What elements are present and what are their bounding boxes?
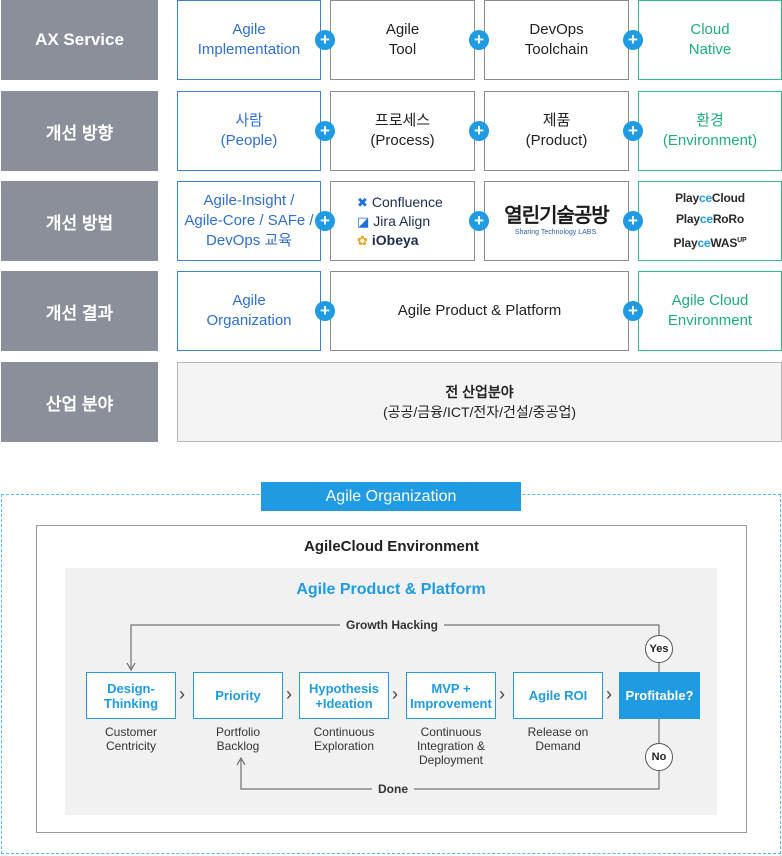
growth-hacking-label: Growth Hacking	[340, 618, 445, 632]
cell-environment: 환경 (Environment)	[638, 91, 782, 171]
cell-process: 프로세스 (Process)	[330, 91, 475, 171]
plus-icon: +	[469, 121, 489, 141]
playce-roro-logo: PlayceRoRo	[675, 212, 745, 226]
step-agile-roi: Agile ROI	[513, 672, 603, 719]
cell-agile-tools-logos: ✖Confluence ◪Jira Align ✿iObeya	[330, 181, 475, 261]
step-hypothesis-ideation: Hypothesis +Ideation	[299, 672, 389, 719]
cell-product: 제품 (Product)	[484, 91, 629, 171]
iobeya-icon: ✿	[357, 232, 368, 248]
cell-all-industries: 전 산업분야 (공공/금융/ICT/전자/건설/중공업)	[177, 362, 782, 442]
jira-align-icon: ◪	[357, 213, 370, 229]
cell-playce-logos: PlayceCloud PlayceRoRo PlayceWASUP	[638, 181, 782, 261]
playce-wasup-logo: PlayceWASUP	[673, 236, 747, 250]
industry-title: 전 산업분야	[445, 384, 514, 400]
yes-circle: Yes	[645, 635, 673, 663]
plus-icon: +	[623, 121, 643, 141]
cell-cloud-native: Cloud Native	[638, 0, 782, 80]
row-header-improvement-method: 개선 방법	[1, 181, 158, 261]
confluence-logo: ✖Confluence	[357, 193, 443, 210]
cell-devops-toolchain: DevOps Toolchain	[484, 0, 629, 80]
chevron-right-icon: ›	[606, 684, 612, 704]
row-header-improvement-direction: 개선 방향	[1, 91, 158, 171]
plus-icon: +	[623, 301, 643, 321]
chevron-right-icon: ›	[499, 684, 505, 704]
iobeya-logo: ✿iObeya	[357, 231, 419, 248]
cell-agile-tool: Agile Tool	[330, 0, 475, 80]
cell-agile-product-platform: Agile Product & Platform	[330, 271, 629, 351]
done-label: Done	[372, 782, 414, 796]
step-sub-continuous-integration: Continuous Integration & Deployment	[416, 725, 486, 767]
chevron-right-icon: ›	[392, 684, 398, 704]
step-mvp-improvement: MVP + Improvement	[406, 672, 496, 719]
cell-people: 사람 (People)	[177, 91, 321, 171]
env-title: AgileCloud Environment	[303, 538, 479, 555]
cell-open-lab-logo: 열린기술공방 Sharing Technology LABS.	[484, 181, 629, 261]
chevron-right-icon: ›	[179, 684, 185, 704]
cell-agile-implementation: Agile Implementation	[177, 0, 321, 80]
row-header-improvement-result: 개선 결과	[1, 271, 158, 351]
decision-profitable: Profitable?	[619, 672, 700, 719]
jira-align-logo: ◪Jira Align	[357, 212, 431, 229]
cell-education: Agile-Insight / Agile-Core / SAFe / DevO…	[177, 181, 321, 261]
step-priority: Priority	[193, 672, 283, 719]
step-sub-continuous-exploration: Continuous Exploration	[313, 725, 375, 753]
agile-organization-label: Agile Organization	[261, 482, 521, 511]
platform-title: Agile Product & Platform	[296, 581, 486, 598]
step-sub-customer-centricity: Customer Centricity	[104, 725, 157, 753]
done-loop	[240, 760, 660, 790]
plus-icon: +	[315, 301, 335, 321]
row-header-industry: 산업 분야	[1, 362, 158, 442]
playce-cloud-logo: PlayceCloud	[675, 191, 745, 205]
row-header-ax-service: AX Service	[1, 0, 158, 80]
plus-icon: +	[623, 30, 643, 50]
step-sub-release-on-demand: Release on Demand	[527, 725, 589, 753]
plus-icon: +	[469, 211, 489, 231]
chevron-right-icon: ›	[286, 684, 292, 704]
step-sub-portfolio-backlog: Portfolio Backlog	[215, 725, 261, 753]
plus-icon: +	[315, 30, 335, 50]
open-lab-logo-subtitle: Sharing Technology LABS.	[514, 229, 599, 236]
cell-agile-organization: Agile Organization	[177, 271, 321, 351]
open-lab-logo-text: 열린기술공방	[504, 205, 609, 227]
plus-icon: +	[469, 30, 489, 50]
plus-icon: +	[315, 211, 335, 231]
plus-icon: +	[315, 121, 335, 141]
no-circle: No	[645, 743, 673, 771]
confluence-icon: ✖	[357, 194, 368, 210]
industry-list: (공공/금융/ICT/전자/건설/중공업)	[382, 404, 576, 420]
growth-hacking-arrowhead	[126, 662, 136, 672]
done-arrowhead	[236, 756, 246, 766]
plus-icon: +	[623, 211, 643, 231]
step-design-thinking: Design- Thinking	[86, 672, 176, 719]
